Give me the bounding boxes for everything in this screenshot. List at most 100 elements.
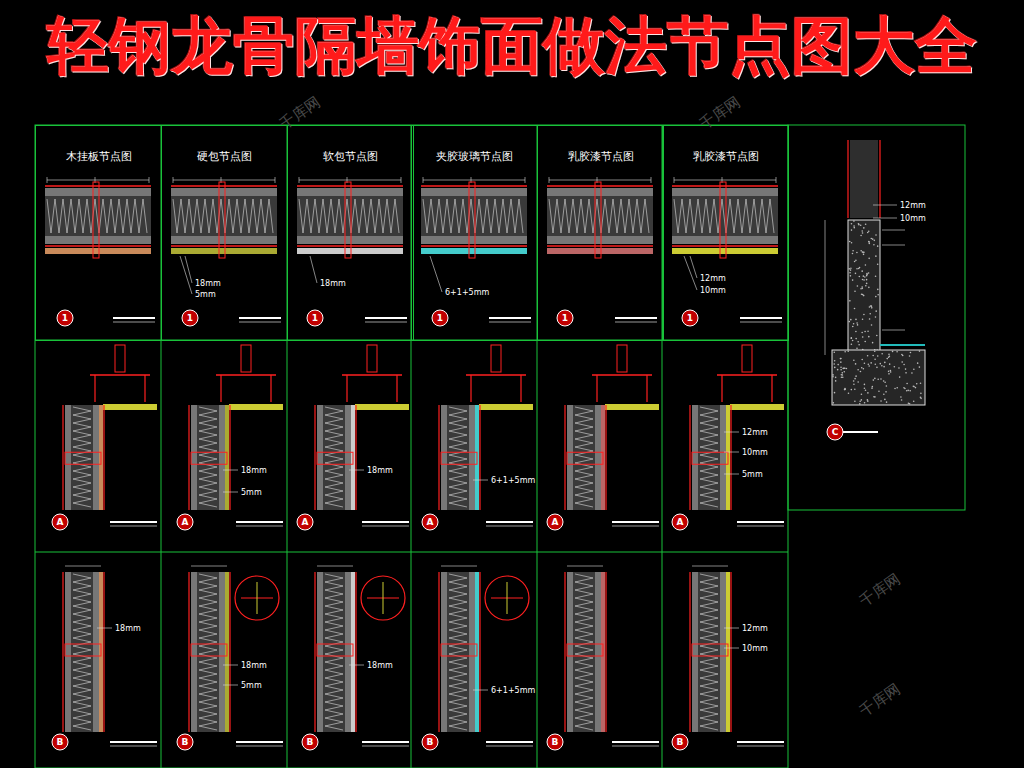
ceiling-runner [342,374,402,376]
concrete-dot [888,357,890,359]
dimension-tick [549,177,550,183]
concrete-dot [911,372,913,374]
concrete-dot [855,375,857,377]
concrete-dot [890,371,892,373]
concrete-dot [851,242,853,244]
gypsum-board [345,405,351,510]
concrete-dot [860,235,862,237]
concrete-dot [920,398,922,400]
concrete-dot [864,384,866,386]
wall-edge [45,185,151,187]
concrete-dot [867,355,869,357]
concrete-dot [860,250,862,252]
callout-bar [486,746,533,747]
dimension-note: 10mm [700,286,726,295]
wall-edge [547,245,653,247]
concrete-dot [862,336,864,338]
concrete-dot [864,362,866,364]
wall-edge [103,405,104,510]
concrete-dot [902,355,904,357]
concrete-dot [854,261,856,263]
wall-edge [564,572,565,732]
concrete-dot [885,391,887,393]
concrete-dot [862,294,864,296]
detail-circle [485,576,529,620]
concrete-dot [883,393,885,395]
concrete-dot [909,355,911,357]
callout-number: A [57,517,64,527]
concrete-dot [863,279,865,281]
concrete-dot [840,366,842,368]
insulation [71,405,93,510]
gypsum-board [692,572,698,732]
concrete-dot [861,393,863,395]
wall-edge [547,185,653,187]
watermark: 千库网 [277,94,323,133]
insulation [573,405,595,510]
concrete-dot [857,285,859,287]
concrete-dot [916,383,918,385]
callout-bar [113,322,155,323]
dimension-tick [401,177,402,183]
concrete-dot [877,378,879,380]
callout-bar [239,317,281,319]
callout-bar [236,521,283,523]
callout-number: A [427,517,434,527]
callout-bar [737,746,784,747]
gypsum-board [672,188,778,196]
callout-bar [365,322,407,323]
concrete-dot [855,319,857,321]
concrete-dot [865,223,867,225]
gypsum-board [45,236,151,244]
dimension-line [692,566,728,567]
wall-edge [45,245,151,247]
gypsum-board [469,572,475,732]
concrete-dot [861,367,863,369]
insulation [45,196,151,236]
callout-bar [362,526,409,527]
concrete-dot [872,355,874,357]
insulation [672,196,778,236]
concrete-dot [853,359,855,361]
ceiling-runner [90,374,150,376]
callout-number: 1 [562,313,568,323]
wall-edge [847,140,848,218]
concrete-dot [876,367,878,369]
ceiling-runner [592,374,652,376]
gypsum-board [469,405,475,510]
leader-line [882,330,905,331]
concrete-dot [866,283,868,285]
concrete-dot [868,241,870,243]
callout-circle [672,514,688,530]
callout-number: 1 [312,313,318,323]
concrete-dot [867,331,869,333]
gypsum-board [65,405,71,510]
concrete-dot [920,393,922,395]
wall-edge [297,245,403,247]
concrete-dot [855,273,857,275]
concrete-dot [888,373,890,375]
leader-line [430,256,442,292]
concrete-dot [854,378,856,380]
concrete-dot [849,241,851,243]
wall-edge [479,572,480,732]
dimension-note: 12mm [742,428,768,437]
gypsum-board [720,572,726,732]
detail-line [383,582,384,614]
concrete-dot [875,275,877,277]
callout-bar [486,526,533,527]
leader-line [232,492,238,493]
concrete-dot [909,390,911,392]
dimension-line [65,566,101,567]
concrete-dot [834,360,836,362]
detail-panel: 乳胶漆节点图 [537,125,664,341]
ceiling-hanger [742,345,752,372]
callout-number: C [832,427,839,437]
gypsum-board [297,236,403,244]
leader-line [223,665,232,666]
steel-stud [692,452,728,464]
concrete-dot [870,362,872,364]
concrete-dot [854,388,856,390]
concrete-dot [835,377,837,379]
concrete-dot [868,365,870,367]
